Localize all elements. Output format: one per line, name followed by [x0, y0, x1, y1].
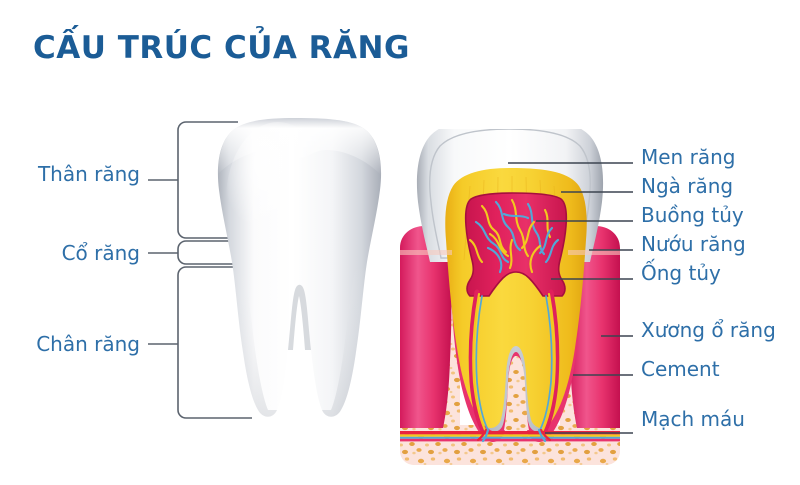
label-nga-rang: Ngà răng: [641, 174, 734, 198]
tooth-gloss: [226, 122, 330, 278]
label-nuou-rang: Nướu răng: [641, 232, 746, 256]
blood-vessel-band: [400, 431, 620, 442]
left-bracket-group: [148, 121, 252, 419]
label-co-rang: Cổ răng: [61, 241, 140, 265]
label-chan-rang: Chân răng: [36, 332, 140, 356]
pulp-vessels: [468, 198, 560, 274]
label-mach-mau: Mạch máu: [641, 407, 745, 431]
tooth-root-shade-right: [322, 262, 367, 417]
tooth-root-shade-left: [232, 262, 277, 417]
interradicular-bone: [504, 356, 529, 430]
bone-top-edge-left: [400, 250, 452, 255]
gingiva-left: [400, 226, 452, 428]
label-buong-tuy: Buồng tủy: [641, 203, 744, 227]
tooth-cross-section-illustration: [400, 129, 620, 465]
label-ong-tuy: Ống tủy: [641, 261, 721, 285]
page-title: CẤU TRÚC CỦA RĂNG: [33, 30, 410, 66]
label-men-rang: Men răng: [641, 145, 736, 169]
root-canal-left: [468, 289, 489, 437]
label-than-rang: Thân răng: [37, 162, 140, 186]
right-leader-group: [508, 162, 633, 434]
apical-vessels: [476, 428, 552, 443]
label-cement: Cement: [641, 357, 720, 381]
whole-tooth-illustration: [217, 118, 382, 417]
root-canal-right: [539, 289, 560, 437]
bracket-root: [177, 266, 252, 419]
tooth-bifurcation-shadow: [288, 284, 311, 350]
label-xuong-o-rang: Xương ổ răng: [641, 318, 776, 342]
bone-top-edge-right: [568, 250, 620, 255]
